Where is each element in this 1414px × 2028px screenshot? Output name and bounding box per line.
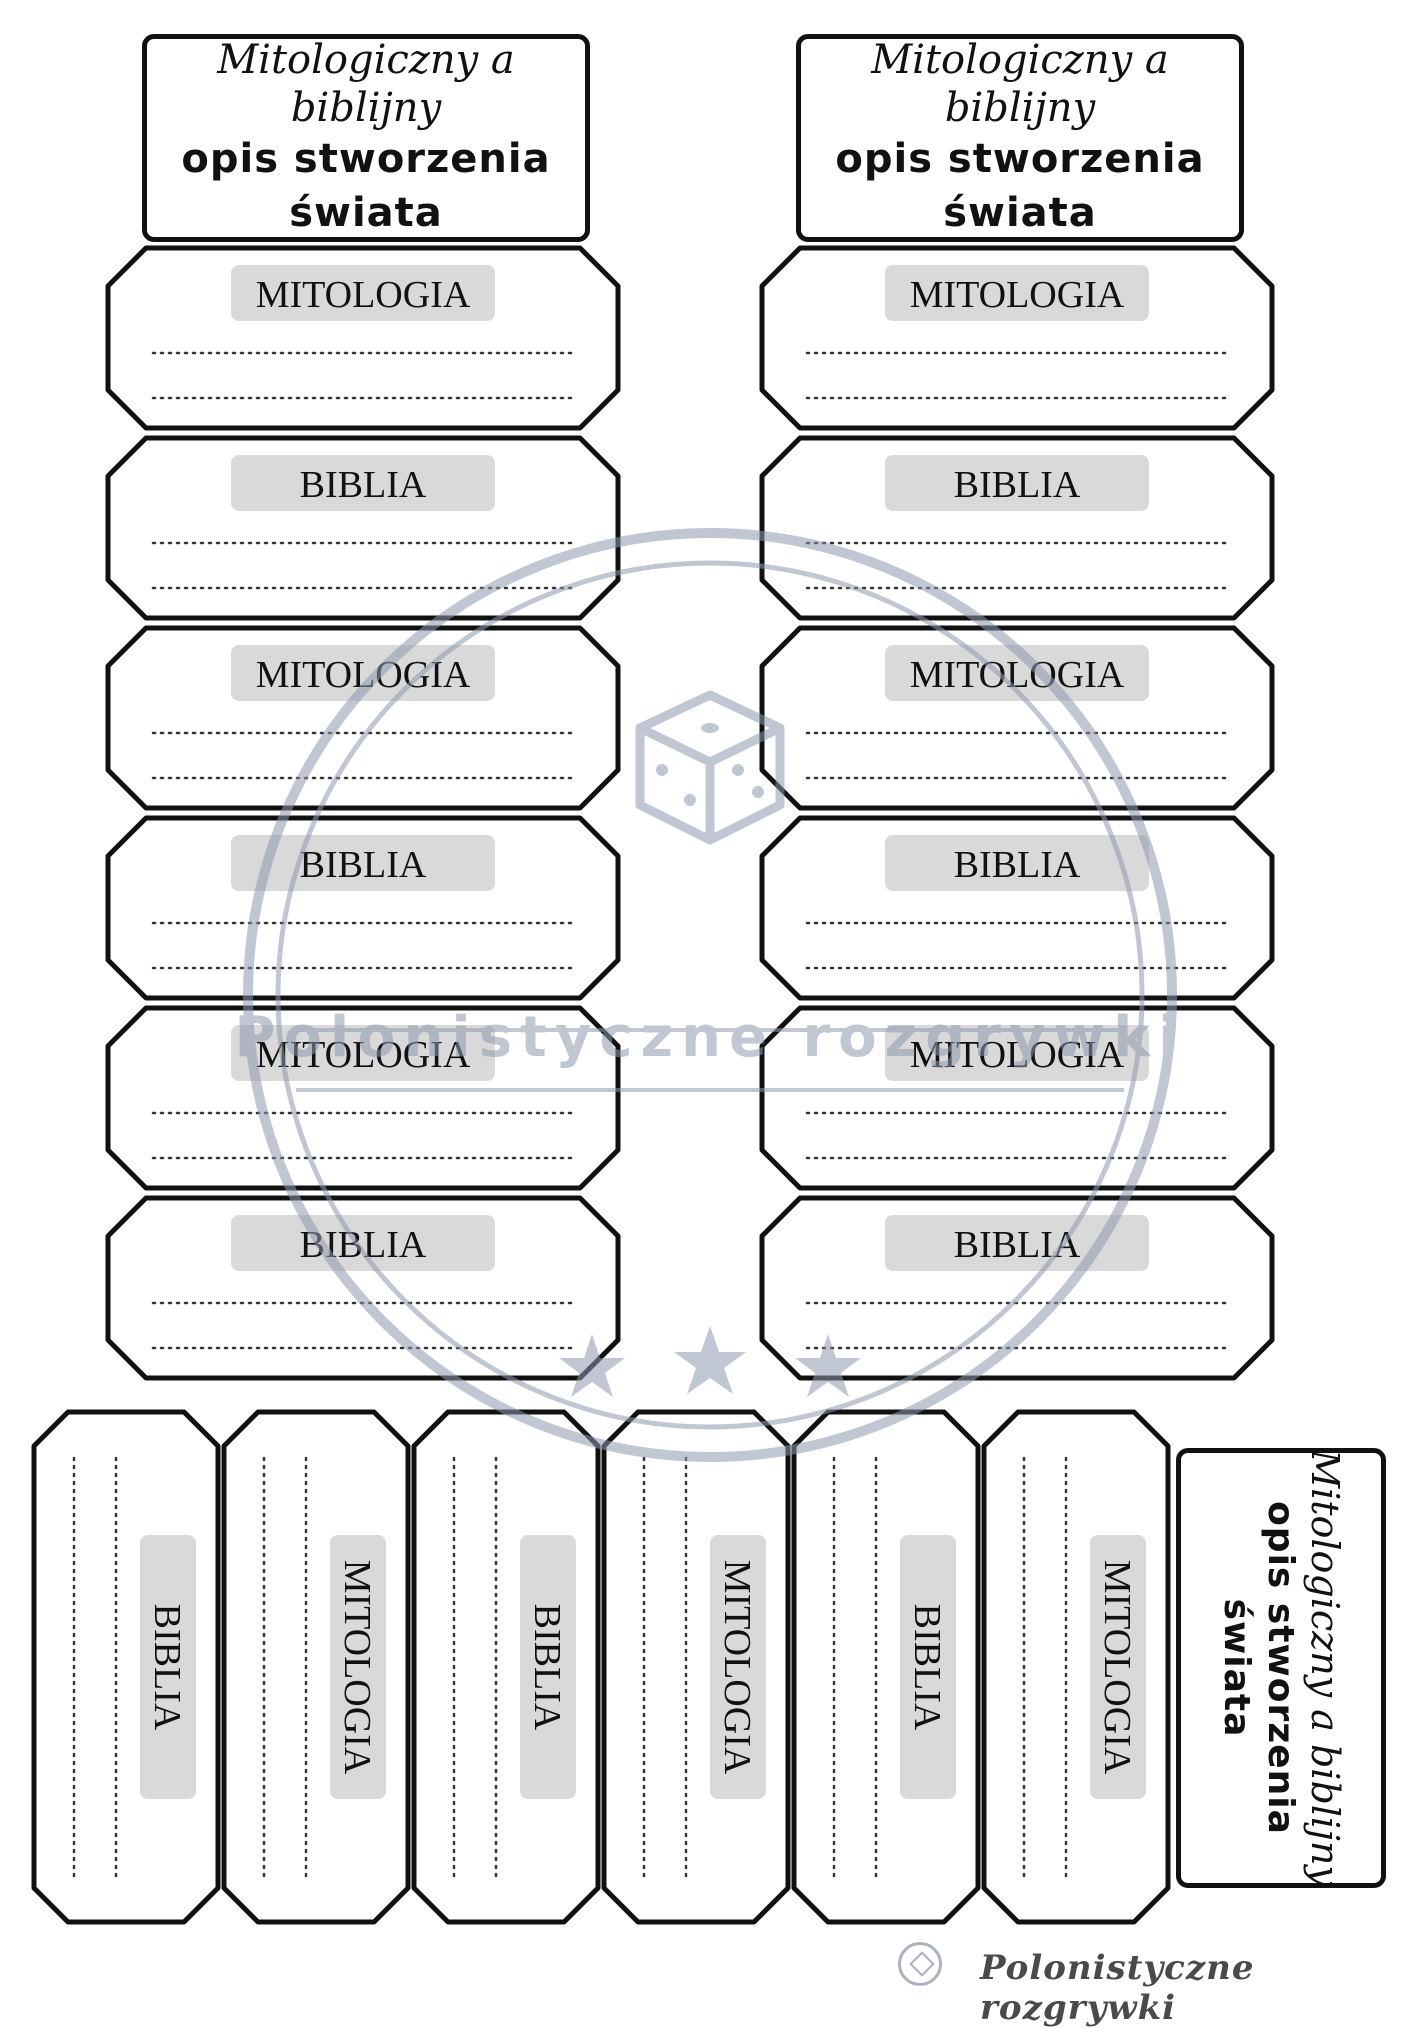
label-text: BIBLIA	[954, 1224, 1081, 1266]
card-left-6: BIBLIA	[105, 1195, 621, 1381]
card-right-1: MITOLOGIA	[759, 245, 1275, 431]
card-left-3: MITOLOGIA	[105, 625, 621, 811]
label-text: MITOLOGIA	[910, 654, 1125, 696]
card-bottom-1: BIBLIA	[31, 1409, 221, 1925]
label-text: BIBLIA	[300, 1224, 427, 1266]
label-text: MITOLOGIA	[910, 274, 1125, 316]
card-right-3: MITOLOGIA	[759, 625, 1275, 811]
label-text: MITOLOGIA	[256, 274, 471, 316]
label-text: MITOLOGIA	[716, 1560, 758, 1775]
label-badge	[1090, 1535, 1146, 1799]
card-bottom-4: MITOLOGIA	[601, 1409, 791, 1925]
title-line-1: Mitologiczny a biblijny	[217, 37, 515, 131]
card-bottom-2: MITOLOGIA	[221, 1409, 411, 1925]
label-badge	[140, 1535, 196, 1799]
card-bottom-5: BIBLIA	[791, 1409, 981, 1925]
title-line-2: opis stworzenia	[1260, 1501, 1301, 1835]
title-card-right: Mitologiczny a biblijny opis stworzenia …	[796, 34, 1244, 242]
title-card-left: Mitologiczny a biblijny opis stworzenia …	[142, 34, 590, 242]
label-badge	[231, 455, 495, 511]
card-right-4: BIBLIA	[759, 815, 1275, 1001]
label-text: BIBLIA	[146, 1604, 188, 1731]
title-card-vertical: Mitologiczny a biblijny opis stworzenia …	[1176, 1448, 1386, 1888]
label-text: MITOLOGIA	[1096, 1560, 1138, 1775]
title-line-3: świata	[289, 190, 443, 236]
label-text: MITOLOGIA	[910, 1034, 1125, 1076]
label-text: MITOLOGIA	[256, 654, 471, 696]
title-line-3: świata	[943, 190, 1097, 236]
title-line-3: świata	[1216, 1598, 1257, 1738]
card-right-2: BIBLIA	[759, 435, 1275, 621]
label-text: MITOLOGIA	[336, 1560, 378, 1775]
label-badge	[885, 265, 1149, 321]
label-badge	[231, 265, 495, 321]
card-left-5: MITOLOGIA	[105, 1005, 621, 1191]
card-right-6: BIBLIA	[759, 1195, 1275, 1381]
label-badge	[900, 1535, 956, 1799]
card-bottom-6: MITOLOGIA	[981, 1409, 1171, 1925]
card-left-4: BIBLIA	[105, 815, 621, 1001]
label-text: BIBLIA	[300, 844, 427, 886]
label-badge	[885, 455, 1149, 511]
label-text: BIBLIA	[954, 844, 1081, 886]
label-text: BIBLIA	[526, 1604, 568, 1731]
card-bottom-3: BIBLIA	[411, 1409, 601, 1925]
card-left-1: MITOLOGIA	[105, 245, 621, 431]
footer-brand: Polonistyczne rozgrywki	[980, 1948, 1255, 2028]
label-text: BIBLIA	[300, 464, 427, 506]
card-right-5: MITOLOGIA	[759, 1005, 1275, 1191]
label-badge	[330, 1535, 386, 1799]
brand-logo-icon	[898, 1942, 942, 1986]
title-line-2: opis stworzenia	[181, 136, 551, 182]
title-line-1: Mitologiczny a biblijny	[1303, 1449, 1347, 1887]
label-text: MITOLOGIA	[256, 1034, 471, 1076]
label-badge	[710, 1535, 766, 1799]
card-left-2: BIBLIA	[105, 435, 621, 621]
label-badge	[520, 1535, 576, 1799]
title-line-1: Mitologiczny a biblijny	[871, 37, 1169, 131]
title-line-2: opis stworzenia	[835, 136, 1205, 182]
label-text: BIBLIA	[906, 1604, 948, 1731]
label-text: BIBLIA	[954, 464, 1081, 506]
